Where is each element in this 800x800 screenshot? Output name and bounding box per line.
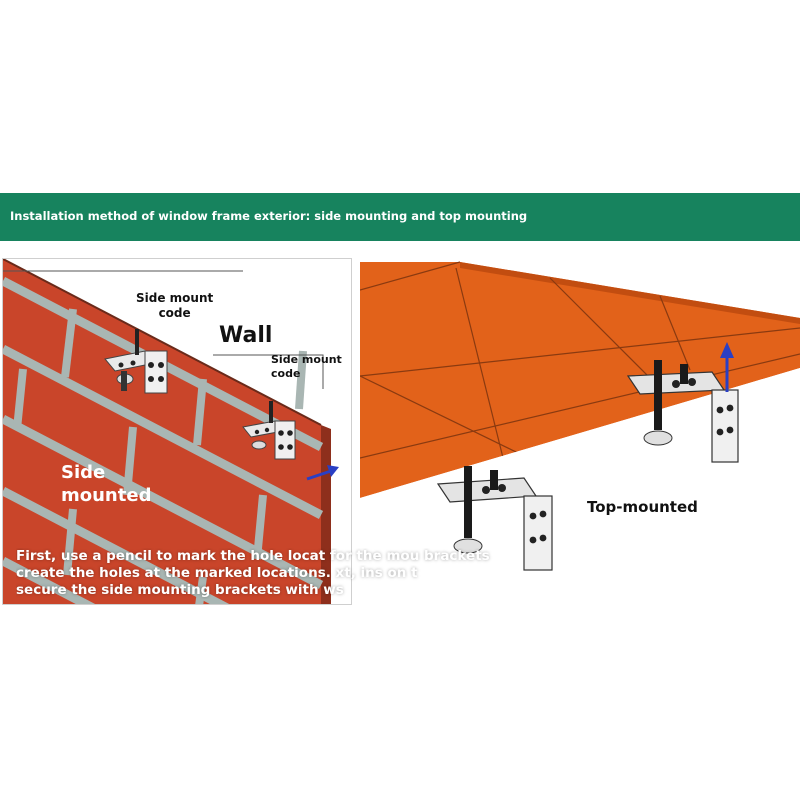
title-banner: Installation method of window frame exte… — [0, 193, 800, 241]
instruction-text: First, use a pencil to mark the hole loc… — [16, 548, 576, 599]
ceiling-drawing — [360, 258, 800, 605]
instruction-line-3: secure the side mounting brackets with w… — [16, 582, 344, 598]
instruction-line-2: create the holes at the marked locations… — [16, 565, 418, 581]
side-mount-illustration: Side mount code Wall Side mount code Sid… — [2, 258, 352, 605]
side-mount-code-label-1: Side mount code — [136, 291, 214, 320]
banner-title: Installation method of window frame exte… — [10, 209, 528, 223]
top-mount-illustration: Top-mounted — [360, 258, 800, 605]
instruction-line-1: First, use a pencil to mark the hole loc… — [16, 548, 490, 564]
wall-label: Wall — [219, 323, 273, 348]
arrow-right-icon — [306, 465, 339, 481]
side-mounted-label: Side mounted — [61, 462, 152, 506]
brick-wall-drawing — [3, 259, 351, 604]
top-mounted-label: Top-mounted — [587, 498, 698, 516]
side-mount-code-label-2: Side mount code — [271, 353, 342, 380]
arrow-up-icon — [720, 342, 734, 392]
